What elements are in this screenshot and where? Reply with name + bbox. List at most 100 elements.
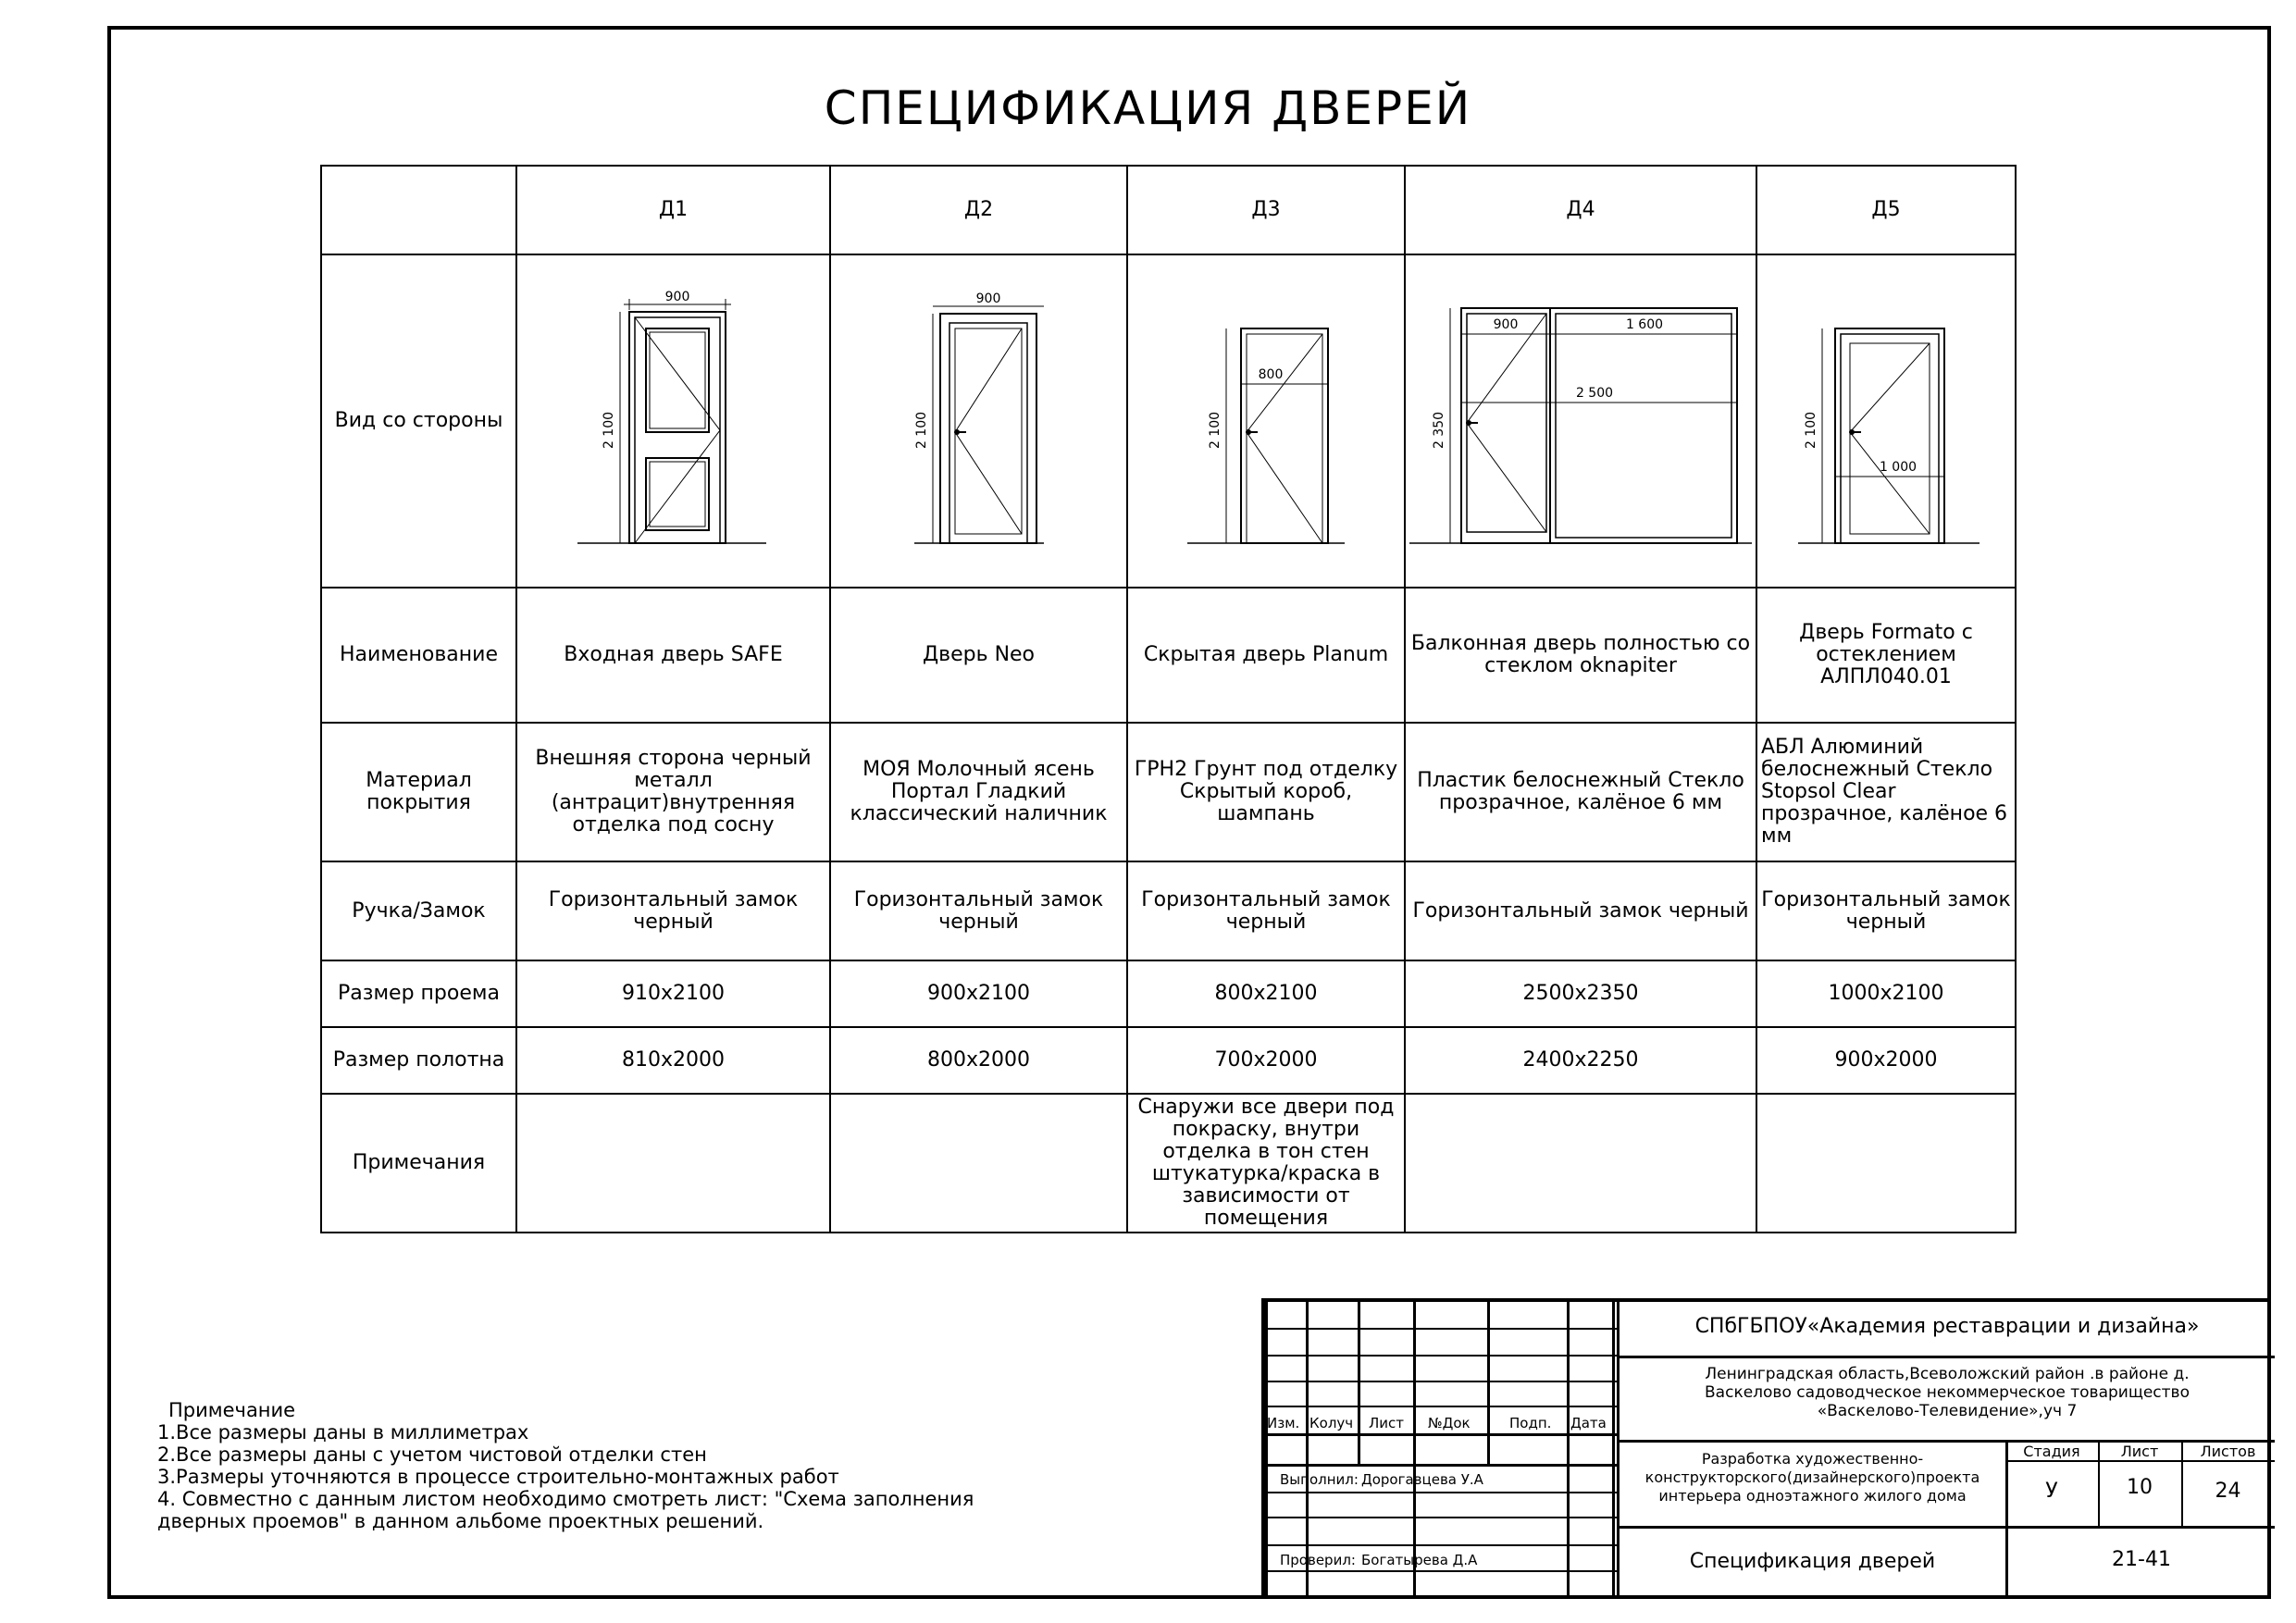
row-label: Наименование [320, 587, 517, 724]
table-row-leaf: Размер полотна 810х2000 800х2000 700х200… [320, 1026, 2017, 1095]
row-label: Материал покрытия [320, 722, 517, 862]
note-item: 3.Размеры уточняются в процессе строител… [157, 1466, 839, 1488]
note-item: дверных проемов" в данном альбоме проект… [157, 1510, 764, 1532]
site-address: Ленинградская область,Всеволожский район… [1705, 1365, 2190, 1420]
table-cell: ГРН2 Грунт под отделку Скрытый короб, ша… [1126, 722, 1406, 862]
door-drawing-d4: 900 1 600 2 500 2 350 [1404, 254, 1757, 588]
table-cell: 1000х2100 [1756, 960, 2017, 1028]
dim-height-d5: 2 100 [1804, 412, 1818, 449]
table-cell: 910х2100 [515, 960, 831, 1028]
dim-width-total-d4: 2 500 [1576, 386, 1613, 401]
door-drawing-d3: 800 2 100 [1126, 254, 1406, 588]
note-item: 1.Все размеры даны в миллиметрах [157, 1421, 529, 1443]
dim-width-right-d4: 1 600 [1626, 317, 1663, 332]
table-row-material: Материал покрытия Внешняя сторона черный… [320, 722, 2017, 862]
door-drawing-d5: 1 000 2 100 [1756, 254, 2017, 588]
table-cell: 700х2000 [1126, 1026, 1406, 1095]
header-list: Лист [1369, 1415, 1405, 1431]
note-item: 2.Все размеры даны с учетом чистовой отд… [157, 1443, 707, 1466]
table-header-row: Д1 Д2 Д3 Д4 Д5 [320, 165, 2017, 255]
table-row-opening: Размер проема 910х2100 900х2100 800х2100… [320, 960, 2017, 1028]
drawing-frame [107, 26, 2271, 1599]
header-izm: Изм. [1267, 1415, 1300, 1431]
table-cell: Пластик белоснежный Стекло прозрачное, к… [1404, 722, 1757, 862]
table-cell [1756, 1093, 2017, 1233]
column-header: Д4 [1404, 165, 1757, 255]
table-cell: Горизонтальный замок черный [1756, 861, 2017, 961]
table-cell [829, 1093, 1128, 1233]
general-notes: Примечание 1.Все размеры даны в миллимет… [157, 1399, 974, 1532]
sheets-value: 24 [2215, 1480, 2241, 1503]
dim-height-d4: 2 350 [1432, 412, 1446, 449]
dim-width-d1: 900 [664, 290, 689, 304]
column-header: Д3 [1126, 165, 1406, 255]
door-specification-table: Д1 Д2 Д3 Д4 Д5 Вид со стороны 900 2 100 [320, 165, 2017, 1233]
page-title: СПЕЦИФИКАЦИЯ ДВЕРЕЙ [824, 81, 1472, 135]
table-cell: Горизонтальный замок черный [1404, 861, 1757, 961]
dim-height-d3: 2 100 [1208, 412, 1222, 449]
table-cell: Входная дверь SAFE [515, 587, 831, 724]
row-label: Вид со стороны [320, 254, 517, 588]
header-ndoc: №Док [1428, 1415, 1471, 1431]
note-item: 4. Совместно с данным листом необходимо … [157, 1488, 974, 1510]
sheet-label: Лист [2120, 1443, 2159, 1460]
stage-value: У [2045, 1480, 2058, 1503]
table-cell: 2500х2350 [1404, 960, 1757, 1028]
table-cell: МОЯ Молочный ясень Портал Гладкий класси… [829, 722, 1128, 862]
table-row-view: Вид со стороны 900 2 100 [320, 254, 2017, 588]
row-label: Примечания [320, 1093, 517, 1233]
table-cell [1404, 1093, 1757, 1233]
table-row-handle: Ручка/Замок Горизонтальный замок черный … [320, 861, 2017, 961]
table-row-notes: Примечания Снаружи все двери под покраск… [320, 1093, 2017, 1233]
table-cell: Дверь Formato с остеклением АЛПЛ040.01 [1756, 587, 2017, 724]
table-cell: Горизонтальный замок черный [1126, 861, 1406, 961]
table-cell: Скрытая дверь Planum [1126, 587, 1406, 724]
document-code: 21-41 [2112, 1548, 2171, 1571]
dim-width-left-d4: 900 [1494, 317, 1519, 332]
dim-height-d2: 2 100 [914, 412, 929, 449]
table-cell: Горизонтальный замок черный [515, 861, 831, 961]
row-label: Размер полотна [320, 1026, 517, 1095]
table-cell: 2400х2250 [1404, 1026, 1757, 1095]
table-cell: Горизонтальный замок черный [829, 861, 1128, 961]
header-podp: Подп. [1509, 1415, 1552, 1431]
title-block: Изм. Колуч Лист №Док Подп. Дата Выполнил… [1261, 1298, 2275, 1599]
row-label: Размер проема [320, 960, 517, 1028]
dim-width-d2: 900 [975, 291, 1000, 306]
table-cell: 900х2000 [1756, 1026, 2017, 1095]
header-kol: Колуч [1309, 1415, 1354, 1431]
table-cell: 800х2100 [1126, 960, 1406, 1028]
corner-cell [320, 165, 517, 255]
table-cell: Снаружи все двери под покраску, внутри о… [1126, 1093, 1406, 1233]
table-cell: Дверь Neo [829, 587, 1128, 724]
column-header: Д5 [1756, 165, 2017, 255]
table-cell: 900х2100 [829, 960, 1128, 1028]
dim-width-d3: 800 [1259, 367, 1284, 382]
sheets-label: Листов [2200, 1443, 2256, 1460]
stage-label: Стадия [2023, 1443, 2080, 1460]
sheet-value: 10 [2127, 1476, 2153, 1499]
table-row-name: Наименование Входная дверь SAFE Дверь Ne… [320, 587, 2017, 724]
table-cell [515, 1093, 831, 1233]
table-cell: АБЛ Алюминий белоснежный Стекло Stopsol … [1756, 722, 2017, 862]
check-label: Проверил: [1280, 1552, 1356, 1568]
done-label: Выполнил: [1280, 1471, 1359, 1488]
table-cell: Балконная дверь полностью со стеклом okn… [1404, 587, 1757, 724]
column-header: Д2 [829, 165, 1128, 255]
door-drawing-d2: 900 2 100 [829, 254, 1128, 588]
dim-height-d1: 2 100 [602, 412, 616, 449]
organization-name: СПбГБПОУ«Академия реставрации и дизайна» [1694, 1315, 2200, 1338]
check-name: Богатырева Д.А [1361, 1552, 1478, 1568]
notes-heading: Примечание [168, 1399, 296, 1421]
row-label: Ручка/Замок [320, 861, 517, 961]
dim-width-d5: 1 000 [1880, 460, 1917, 475]
table-cell: Внешняя сторона черный металл (антрацит)… [515, 722, 831, 862]
project-description: Разработка художественно-конструкторског… [1644, 1450, 1980, 1505]
done-name: Дорогавцева У.А [1361, 1471, 1483, 1488]
table-cell: 800х2000 [829, 1026, 1128, 1095]
sheet-title: Спецификация дверей [1689, 1550, 1936, 1573]
door-drawing-d1: 900 2 100 [515, 254, 831, 588]
header-data: Дата [1570, 1415, 1607, 1431]
table-cell: 810х2000 [515, 1026, 831, 1095]
column-header: Д1 [515, 165, 831, 255]
